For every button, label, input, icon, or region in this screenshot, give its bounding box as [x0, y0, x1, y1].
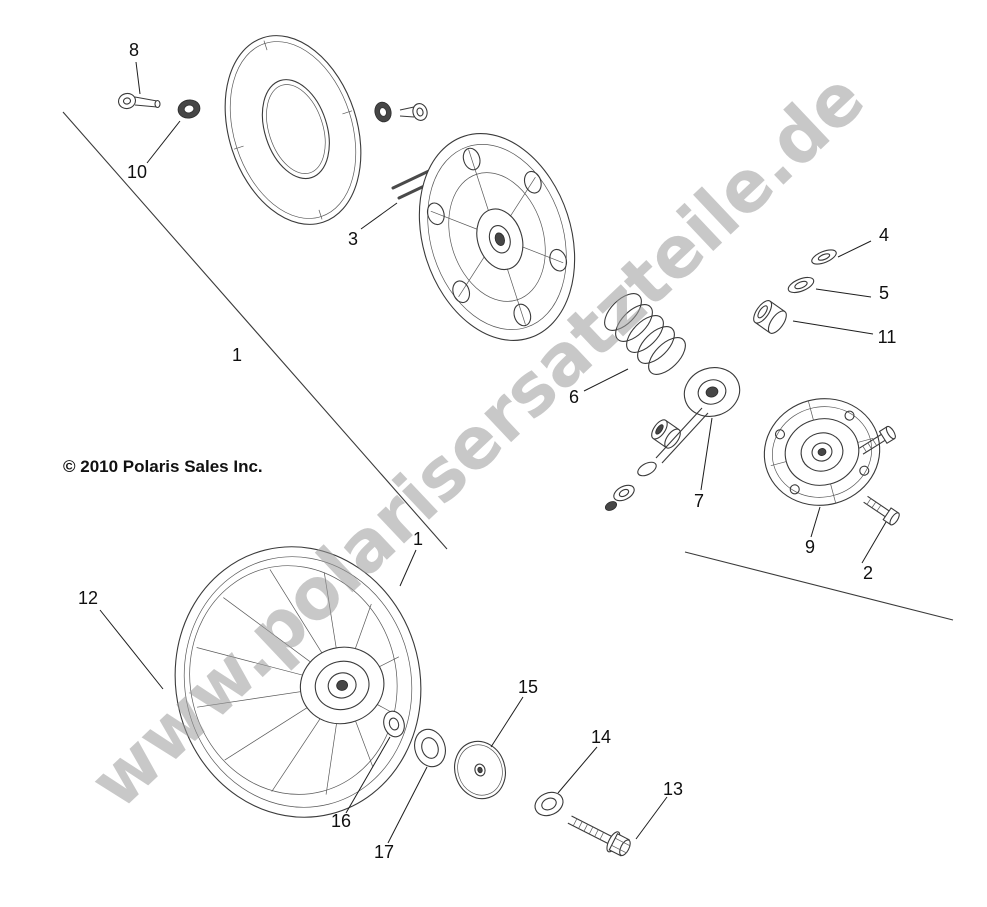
callout-14: 14 [591, 727, 611, 747]
part-14-washer [534, 791, 564, 817]
part-7-cam [655, 367, 741, 464]
part-5-washer [787, 276, 815, 294]
leader-12 [99, 609, 164, 690]
leader-10 [146, 120, 181, 164]
leader-6 [583, 368, 629, 392]
leader-1b [399, 549, 417, 587]
callout-4: 4 [879, 225, 889, 245]
plate-bushing [374, 101, 392, 123]
part-4-washer [811, 249, 837, 265]
callout-3: 3 [348, 229, 358, 249]
callout-1-bottom: 1 [413, 529, 423, 549]
callout-13: 13 [663, 779, 683, 799]
callout-labels: 8 10 3 1 6 7 4 5 11 9 2 12 1 15 14 13 16… [78, 40, 896, 862]
callout-16: 16 [331, 811, 351, 831]
callout-15: 15 [518, 677, 538, 697]
copyright-text: © 2010 Polaris Sales Inc. [63, 457, 263, 476]
helix-plate [418, 133, 576, 341]
leader-16 [345, 736, 391, 814]
leader-5 [815, 288, 872, 298]
leader-8 [135, 61, 141, 95]
leader-11 [792, 320, 874, 335]
plate-bolt [399, 103, 428, 121]
leader-lines [99, 61, 887, 844]
roller-bushing [651, 419, 681, 449]
part-10-nut [177, 99, 201, 119]
callout-8: 8 [129, 40, 139, 60]
leader-17 [387, 766, 428, 844]
part-17-washer [414, 728, 446, 768]
callout-6: 6 [569, 387, 579, 407]
callout-2: 2 [863, 563, 873, 583]
frame-lines [62, 111, 954, 621]
leader-7 [700, 417, 713, 491]
callout-12: 12 [78, 588, 98, 608]
cam-washer-stack [604, 461, 657, 511]
leader-4 [837, 240, 872, 258]
leader-14 [557, 746, 598, 794]
callout-10: 10 [127, 162, 147, 182]
part-2-bolt-upper [859, 425, 896, 455]
callout-9: 9 [805, 537, 815, 557]
part-16-washer [383, 710, 405, 738]
part-12-clutch [174, 546, 422, 818]
leader-2 [861, 521, 887, 564]
part-13-bolt [567, 815, 631, 857]
cover-plate-ring [224, 35, 362, 225]
part-15-disc [454, 740, 506, 800]
leader-13 [635, 796, 668, 840]
callout-11: 11 [878, 327, 897, 347]
callout-1-top: 1 [232, 345, 242, 365]
leader-9 [810, 506, 821, 538]
leader-15 [490, 696, 524, 748]
callout-17: 17 [374, 842, 394, 862]
leader-3 [360, 202, 398, 230]
part-9-housing [763, 398, 881, 506]
callout-7: 7 [694, 491, 704, 511]
part-8-bolt [117, 92, 161, 110]
part-6-spring [604, 293, 686, 375]
part-2-bolt-lower [863, 495, 900, 526]
part-11-bearing [753, 300, 787, 334]
callout-5: 5 [879, 283, 889, 303]
